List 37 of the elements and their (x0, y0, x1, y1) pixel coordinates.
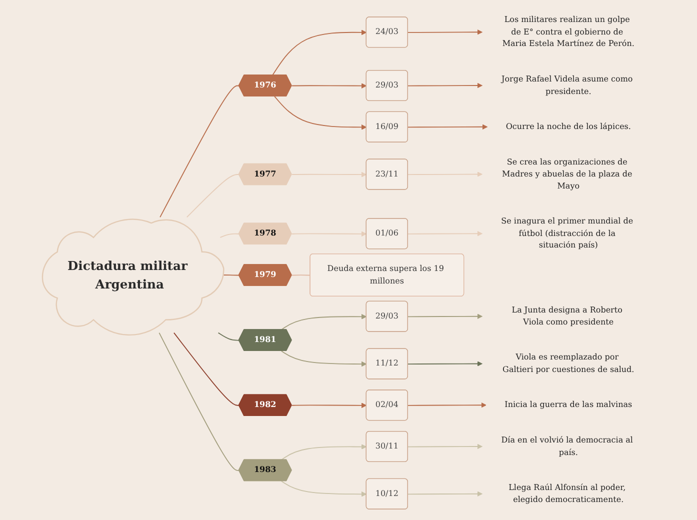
connector (158, 332, 240, 471)
connector (218, 332, 240, 341)
node-text: Viola es reemplazado por Galtieri por cuestiones de salud. (502, 352, 634, 374)
arrow (291, 83, 367, 88)
arrow (291, 402, 367, 408)
arrow (408, 82, 482, 88)
connector (220, 233, 240, 238)
arrow (274, 96, 367, 130)
node-text: Jorge Rafael Videla asume como presidente. (501, 74, 633, 96)
node-text: Se inagura el primer mundial de fútbol (distracción de la situación país) (501, 216, 634, 250)
node-text: Inicia la guerra de las malvinas (504, 400, 632, 410)
arrow (408, 444, 482, 450)
arrow (408, 361, 482, 366)
arrow (408, 172, 482, 177)
connector (291, 274, 311, 276)
arrow (408, 402, 486, 408)
node-text: Los militares realizan un golpe de E° contra el gobierno de Maria Estela Martínez de Perón. (502, 15, 634, 49)
arrow (280, 314, 367, 330)
arrow (272, 30, 367, 76)
arrow (408, 491, 482, 497)
arrow (291, 172, 367, 178)
arrow (280, 480, 367, 497)
arrow (408, 29, 482, 35)
arrow (280, 350, 367, 367)
connector (174, 332, 240, 406)
node-text: Ocurre la noche de los lápices. (506, 122, 631, 132)
node-text: Llega Raúl Alfonsín al poder, elegido democraticamente. (508, 483, 626, 504)
arrow (408, 314, 482, 320)
node-text: La Junta designa a Roberto Viola como presidente (512, 306, 622, 327)
connector (186, 174, 240, 218)
arrow (408, 124, 488, 130)
arrow (280, 444, 367, 460)
node-text: Día en el volvió la democracia al país. (501, 436, 633, 457)
node-text: Se crea las organizaciones de Madres y abuelas de la plaza de Mayo (502, 157, 632, 191)
arrow (408, 230, 482, 236)
connector (160, 85, 240, 218)
arrow (291, 231, 367, 237)
